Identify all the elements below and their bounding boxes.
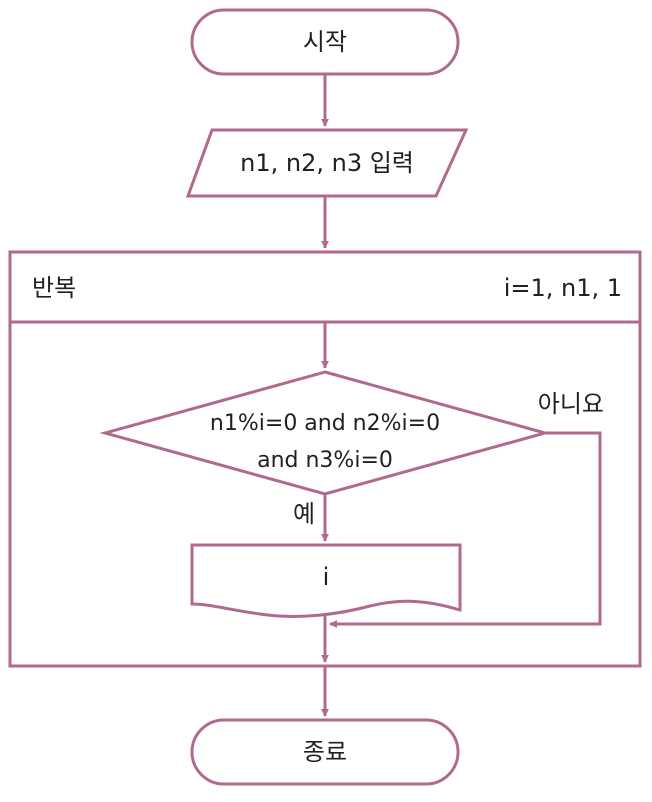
output-label: i: [323, 563, 330, 591]
end-terminator: [190, 718, 460, 786]
loop-label: 반복: [32, 274, 76, 302]
condition-line-1: n1%i=0 and n2%i=0: [210, 411, 440, 436]
start-label: 시작: [303, 28, 347, 56]
input-parallelogram: [185, 128, 469, 198]
output-document-shape: [190, 543, 462, 618]
condition-line-2: and n3%i=0: [257, 448, 393, 473]
arrow-no-path: [329, 431, 602, 628]
loop-range-label: i=1, n1, 1: [504, 274, 622, 302]
end-label: 종료: [303, 738, 347, 766]
input-label: n1, n2, n3 입력: [240, 149, 414, 177]
yes-label: 예: [293, 500, 315, 528]
no-label: 아니요: [538, 390, 604, 418]
